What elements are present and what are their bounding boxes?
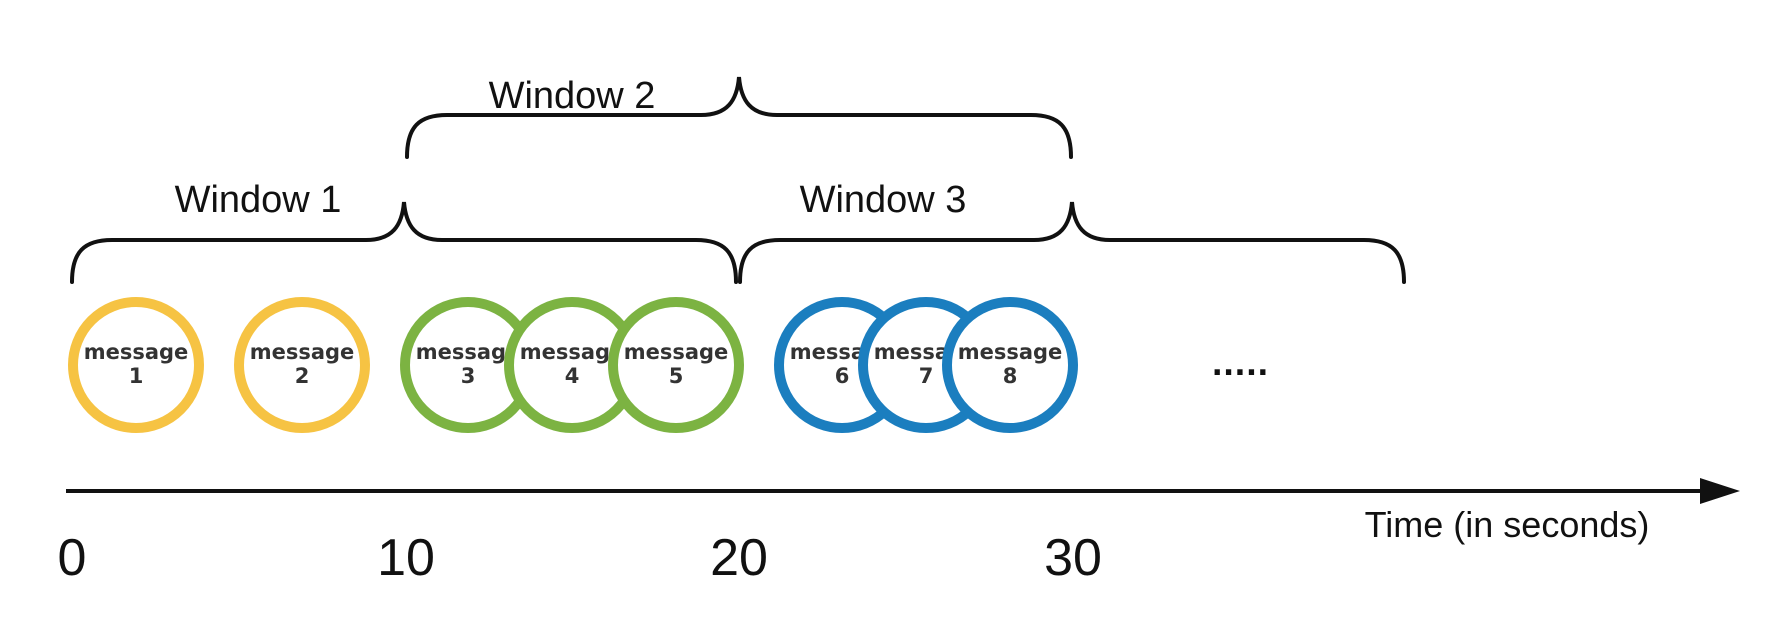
message-4-number: 4 [565,364,580,388]
window-2-label: Window 2 [489,75,656,117]
message-8-circle [942,297,1078,433]
message-2-circle [234,297,370,433]
message-2-label: message [250,340,355,364]
message-1-circle [68,297,204,433]
window-3-label: Window 3 [800,179,967,221]
message-5-circle [608,297,744,433]
tick-label-20: 20 [710,529,768,587]
message-2-number: 2 [295,364,310,388]
message-5-label: message [624,340,729,364]
tick-label-30: 30 [1044,529,1102,587]
message-8: message 8 [942,297,1078,433]
tick-label-0: 0 [58,529,87,587]
message-3-number: 3 [461,364,476,388]
message-2: message 2 [234,297,370,433]
window-2-brace [405,76,1073,159]
message-4-label: message [520,340,625,364]
window-1-brace [70,201,738,284]
message-7-number: 7 [919,364,934,388]
time-axis-arrowhead [1700,478,1740,504]
time-axis-label: Time (in seconds) [1365,504,1650,545]
message-1: message 1 [68,297,204,433]
message-3-label: message [416,340,521,364]
message-1-number: 1 [129,364,144,388]
more-messages-ellipsis: ..... [1212,348,1269,383]
message-6-number: 6 [835,364,850,388]
message-4: message 4 [504,297,640,433]
message-1-label: message [84,340,189,364]
message-5-number: 5 [669,364,684,388]
window-3-brace [738,201,1406,284]
tick-label-10: 10 [377,529,435,587]
window-1-label: Window 1 [175,179,342,221]
message-5: message 5 [608,297,744,433]
message-8-number: 8 [1003,364,1018,388]
message-8-label: message [958,340,1063,364]
